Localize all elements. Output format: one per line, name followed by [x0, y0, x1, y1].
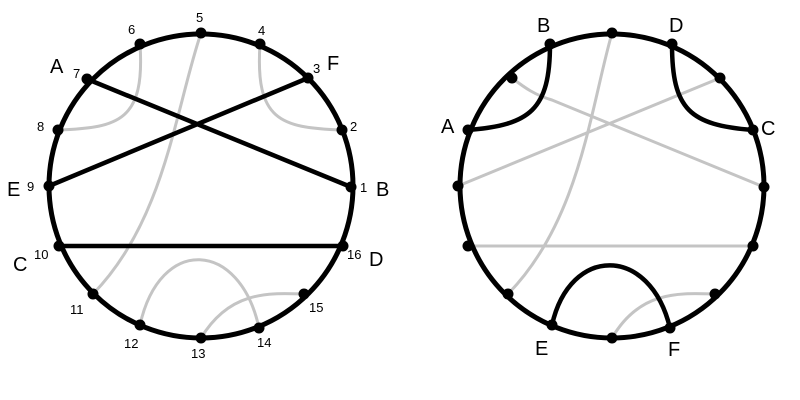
left-diagram: 1 2 3 4 5 6 7 8 9 10 11 12 13 14 15 16 A…	[7, 10, 389, 361]
right-point-c	[747, 124, 759, 136]
left-point-4	[254, 38, 266, 50]
right-gray-chord-4	[506, 32, 614, 296]
left-point-13	[195, 332, 207, 344]
left-number-2: 2	[350, 119, 357, 134]
right-letter-a: A	[441, 116, 455, 138]
right-letter-d: D	[669, 15, 683, 37]
right-point-10	[462, 240, 474, 252]
right-point-11	[502, 288, 514, 300]
left-number-6: 6	[128, 22, 135, 37]
right-point-9	[452, 180, 464, 192]
left-number-12: 12	[124, 336, 138, 351]
right-letter-f: F	[668, 339, 680, 361]
right-point-13	[606, 332, 618, 344]
left-letter-e: E	[7, 179, 20, 201]
left-point-5	[195, 27, 207, 39]
left-point-9	[43, 180, 55, 192]
left-letter-b: B	[376, 179, 389, 201]
left-number-15: 15	[309, 300, 323, 315]
left-letter-d: D	[369, 249, 383, 271]
black-arc-d-c	[669, 43, 754, 133]
gray-chord-6-8	[57, 43, 143, 132]
gray-chord-13-15	[199, 292, 305, 339]
black-chord-e-f	[48, 75, 309, 189]
left-number-8: 8	[37, 119, 44, 134]
left-letter-a: A	[50, 56, 64, 78]
right-letter-e: E	[535, 338, 548, 360]
left-number-7: 7	[73, 66, 80, 81]
right-point-1	[758, 181, 770, 193]
right-point-d	[666, 38, 678, 50]
left-point-12	[134, 319, 146, 331]
left-number-14: 14	[257, 335, 271, 350]
right-point-5	[606, 27, 618, 39]
gray-chord-4-2	[257, 43, 343, 132]
left-point-1	[345, 181, 357, 193]
right-letter-c: C	[761, 118, 775, 140]
left-point-14	[253, 322, 265, 334]
left-point-16	[337, 240, 349, 252]
left-point-8	[52, 124, 64, 136]
left-point-10	[53, 240, 65, 252]
right-gray-chord-1	[511, 76, 765, 189]
black-arc-a-b	[467, 43, 553, 133]
right-point-7	[506, 72, 518, 84]
right-point-15	[709, 288, 721, 300]
black-chord-a-b	[86, 76, 352, 190]
left-number-1: 1	[360, 180, 367, 195]
left-number-9: 9	[27, 179, 34, 194]
left-number-4: 4	[258, 23, 265, 38]
left-number-3: 3	[313, 61, 320, 76]
right-point-b	[544, 38, 556, 50]
left-point-15	[298, 288, 310, 300]
gray-chord-12-14	[138, 258, 261, 329]
right-letter-b: B	[537, 15, 550, 37]
right-point-f	[664, 322, 676, 334]
left-number-10: 10	[34, 247, 48, 262]
gray-chord-5-11	[91, 32, 203, 296]
left-letter-f: F	[327, 53, 339, 75]
right-gray-chord-5	[610, 292, 716, 339]
left-number-16: 16	[347, 247, 361, 262]
right-point-a	[462, 124, 474, 136]
left-point-11	[87, 288, 99, 300]
left-number-5: 5	[196, 10, 203, 25]
left-point-6	[134, 38, 146, 50]
left-number-11: 11	[70, 302, 84, 317]
right-point-e	[546, 319, 558, 331]
left-point-3	[302, 72, 314, 84]
right-point-3	[714, 72, 726, 84]
left-number-13: 13	[191, 346, 205, 361]
right-diagram: A B D C E F	[441, 15, 775, 361]
left-point-7	[81, 73, 93, 85]
right-point-16	[747, 240, 759, 252]
left-letter-c: C	[13, 254, 27, 276]
black-arc-e-f	[549, 263, 673, 329]
left-point-2	[336, 124, 348, 136]
